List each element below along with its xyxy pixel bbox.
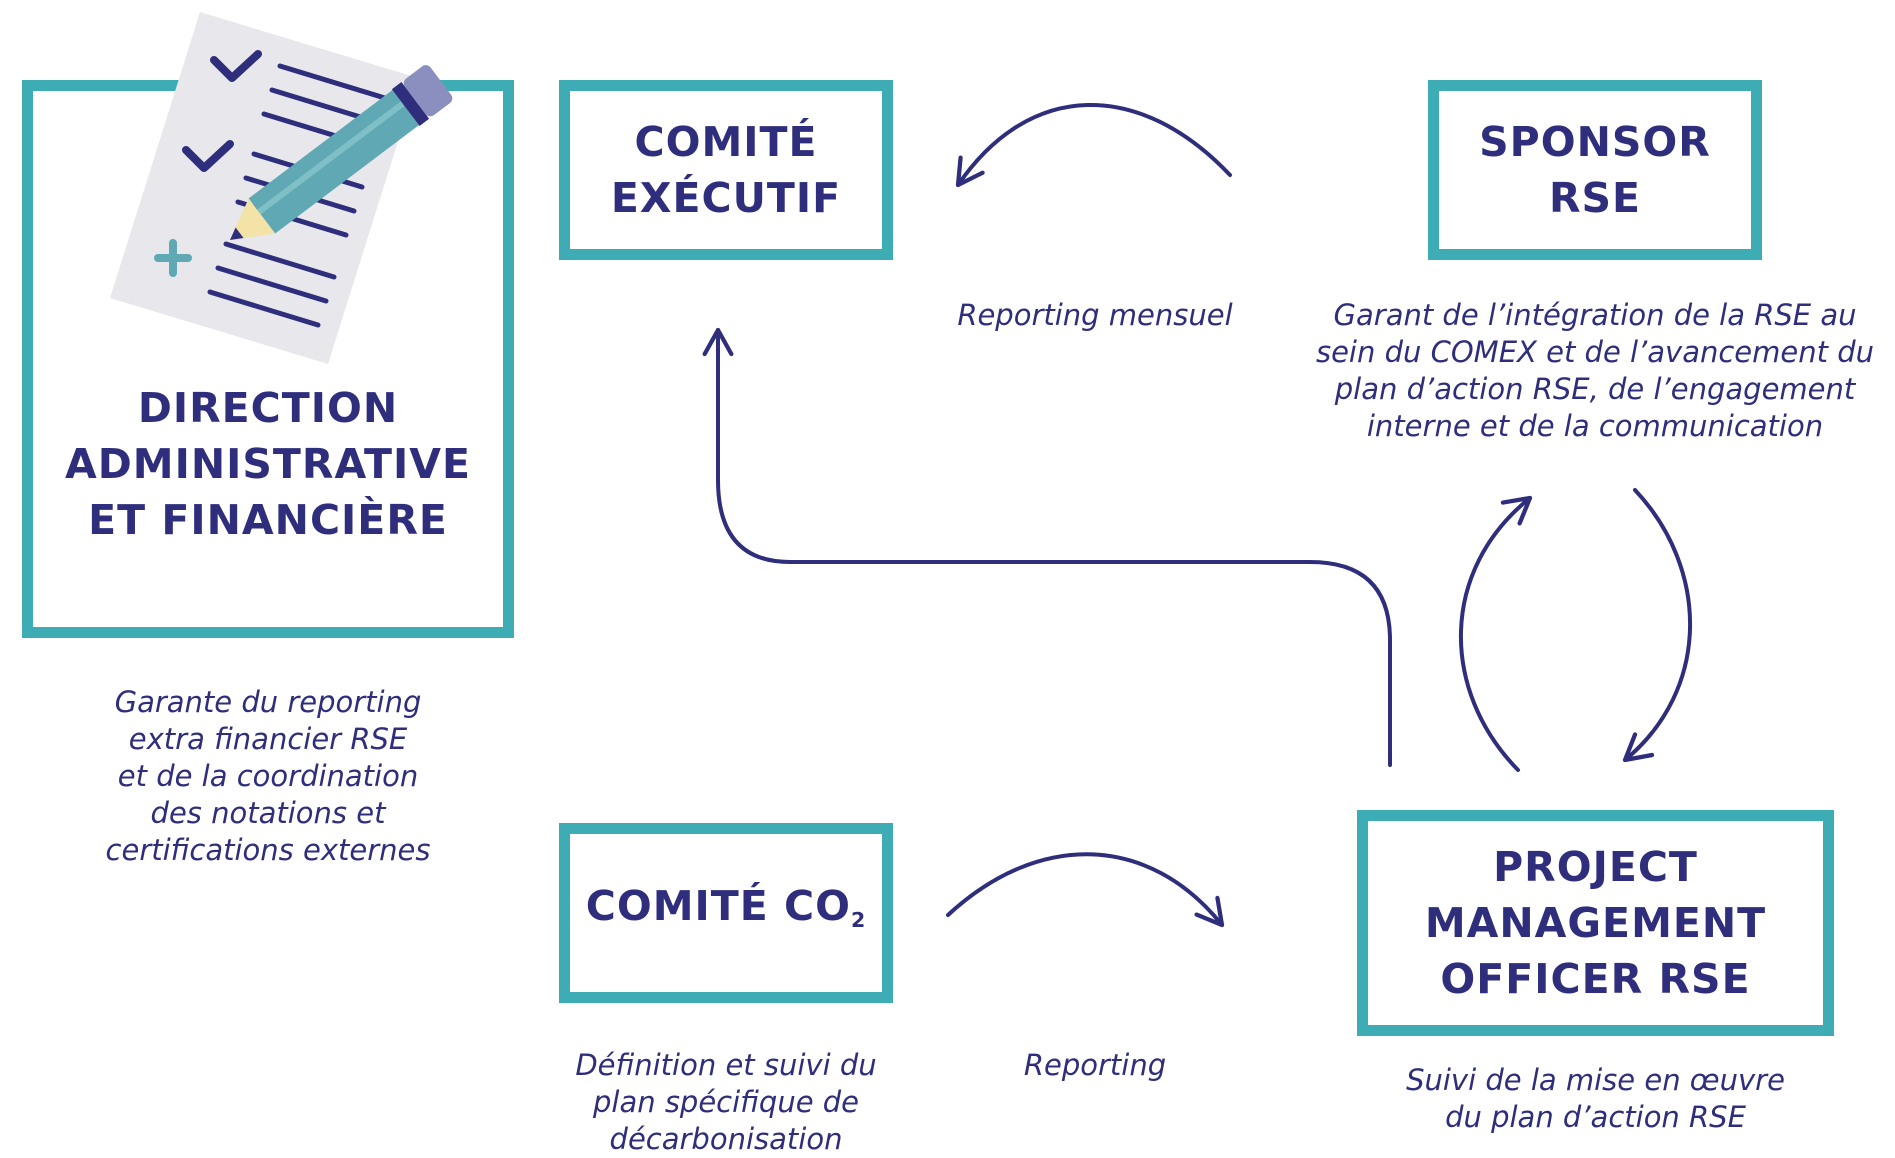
arrow-sponsor-to-pmo bbox=[1622, 488, 1693, 763]
box-sponsor-rse: SPONSOR RSE bbox=[1428, 80, 1762, 260]
arrow-pmo-to-sponsor bbox=[1458, 495, 1533, 772]
arrow-sponsor-to-comex bbox=[955, 103, 1232, 188]
box-comite-executif-title: COMITÉ EXÉCUTIF bbox=[610, 118, 842, 222]
box-comite-executif: COMITÉ EXÉCUTIF bbox=[559, 80, 893, 260]
label-reporting: Reporting bbox=[1023, 1048, 1167, 1082]
box-project-management-officer-title: PROJECT MANAGEMENT OFFICER RSE bbox=[1424, 843, 1767, 1003]
label-reporting-mensuel: Reporting mensuel bbox=[957, 298, 1233, 332]
arrow-pmo-to-comex bbox=[702, 327, 1392, 767]
checklist-document-icon bbox=[110, 12, 453, 364]
desc-comite-co2: Définition et suivi du plan spécifique d… bbox=[575, 1048, 877, 1156]
desc-project-management-officer: Suivi de la mise en œuvre du plan d’acti… bbox=[1406, 1063, 1785, 1134]
desc-direction-administrative: Garante du reporting extra financier RSE… bbox=[105, 685, 431, 867]
box-direction-administrative-title: DIRECTION ADMINISTRATIVE ET FINANCIÈRE bbox=[65, 384, 471, 544]
box-project-management-officer: PROJECT MANAGEMENT OFFICER RSE bbox=[1357, 810, 1834, 1036]
box-comite-co2-title-sub: 2 bbox=[850, 908, 867, 933]
desc-sponsor-rse: Garant de l’intégration de la RSE au sei… bbox=[1315, 298, 1874, 443]
box-sponsor-rse-title: SPONSOR RSE bbox=[1479, 118, 1711, 222]
box-comite-co2-title-main: COMITÉ CO bbox=[585, 881, 851, 930]
box-comite-co2: COMITÉ CO2 bbox=[559, 823, 893, 1003]
box-comite-co2-title: COMITÉ CO2 bbox=[586, 878, 866, 948]
pencil-icon bbox=[230, 65, 453, 240]
arrow-co2-to-pmo bbox=[946, 852, 1225, 928]
